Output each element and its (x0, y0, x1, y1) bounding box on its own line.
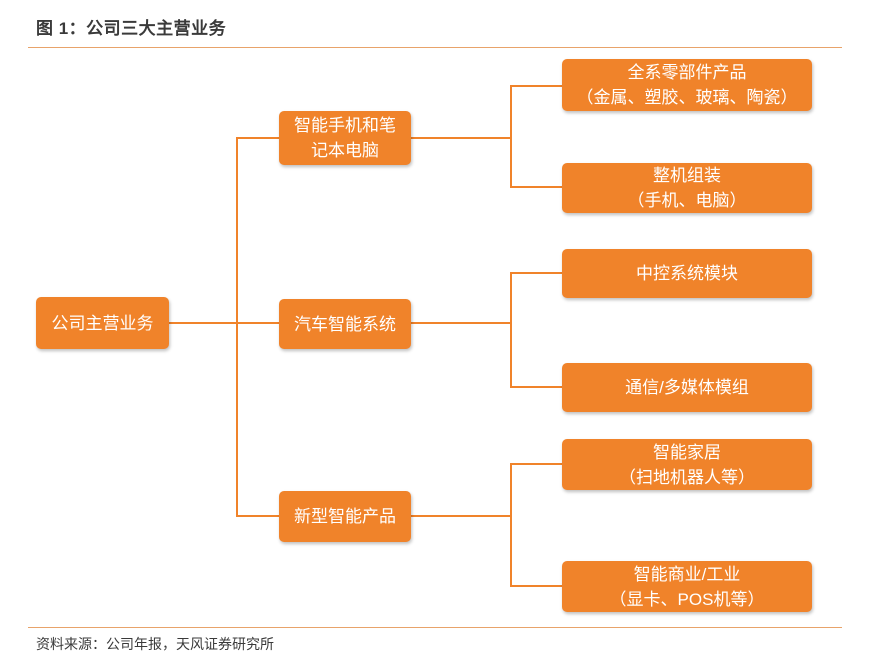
category-node-new-smart-products: 新型智能产品 (279, 491, 411, 542)
leaf-node-line: 智能家居 (653, 442, 721, 462)
leaf-node-communication-multimedia: 通信/多媒体模组 (562, 363, 812, 412)
bottom-divider (28, 627, 842, 628)
leaf-node-smart-commercial-industrial: 智能商业/工业 （显卡、POS机等） (562, 561, 812, 612)
leaf-node-smart-home: 智能家居 （扫地机器人等） (562, 439, 812, 490)
connector-category-1-branch (510, 85, 562, 188)
category-node-line: 记本电脑 (311, 141, 379, 160)
connector-trunk-vertical (236, 137, 245, 517)
category-node-smartphone-laptop: 智能手机和笔 记本电脑 (279, 111, 411, 165)
leaf-node-line: 智能商业/工业 (633, 564, 741, 584)
leaf-node-assembly: 整机组装 （手机、电脑） (562, 163, 812, 213)
category-node-line: 新型智能产品 (294, 507, 396, 526)
connector-category-3-branch (510, 463, 562, 587)
category-node-line: 汽车智能系统 (294, 314, 396, 334)
leaf-node-line: 中控系统模块 (636, 264, 738, 283)
top-divider (28, 47, 842, 48)
connector-category-2-branch (510, 272, 562, 388)
leaf-node-line: （手机、电脑） (627, 191, 747, 210)
root-node-label: 公司主营业务 (51, 313, 154, 333)
category-node-line: 智能手机和笔 (294, 116, 396, 135)
leaf-node-line: （扫地机器人等） (619, 467, 755, 487)
leaf-node-line: 通信/多媒体模组 (625, 378, 749, 397)
category-node-auto-intelligent-systems: 汽车智能系统 (279, 299, 411, 349)
figure-title: 图 1：公司三大主营业务 (36, 19, 227, 38)
source-note: 资料来源：公司年报，天风证券研究所 (36, 636, 274, 652)
root-node: 公司主营业务 (36, 297, 169, 349)
leaf-node-line: 整机组装 (653, 166, 721, 185)
leaf-node-components: 全系零部件产品 （金属、塑胶、玻璃、陶瓷） (562, 59, 812, 111)
leaf-node-central-control: 中控系统模块 (562, 249, 812, 298)
leaf-node-line: （显卡、POS机等） (609, 589, 765, 609)
leaf-node-line: 全系零部件产品 (627, 63, 747, 82)
leaf-node-line: （金属、塑胶、玻璃、陶瓷） (576, 88, 798, 107)
